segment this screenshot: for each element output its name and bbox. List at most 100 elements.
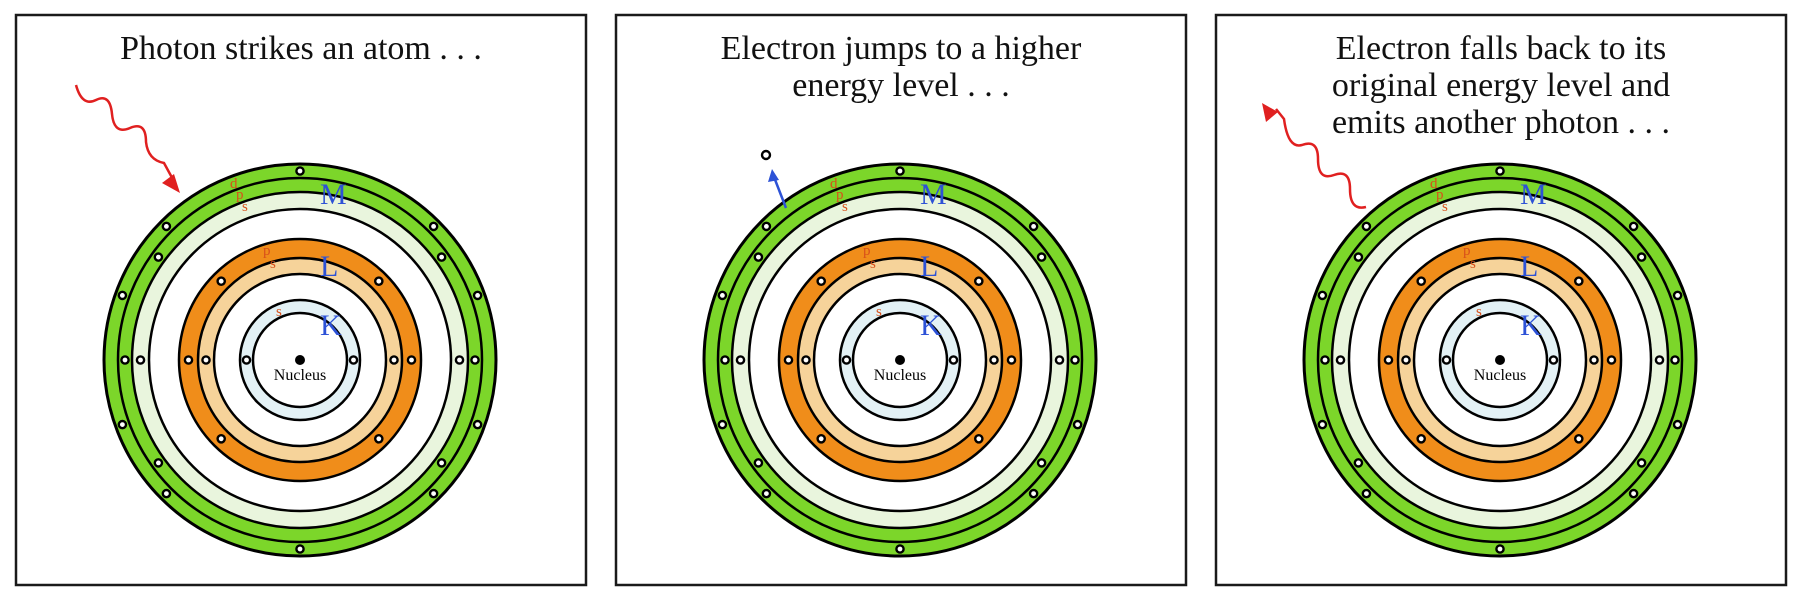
electron <box>841 355 852 365</box>
electron <box>1361 488 1372 499</box>
nucleus-dot <box>1495 355 1505 365</box>
electron <box>1320 355 1330 365</box>
electron <box>295 166 305 176</box>
electron <box>1672 419 1683 430</box>
shell-label-k: K <box>1520 309 1542 342</box>
electron <box>1416 433 1426 444</box>
electron <box>295 544 305 554</box>
electron <box>1361 221 1372 232</box>
electron <box>117 290 128 301</box>
electron <box>454 355 465 365</box>
electron <box>717 419 728 430</box>
electron <box>216 276 226 287</box>
electron <box>753 458 764 468</box>
electron <box>241 355 252 365</box>
subshell-label: s <box>876 304 882 320</box>
subshell-label: s <box>270 256 276 272</box>
electron <box>201 355 211 365</box>
nucleus-dot <box>895 355 905 365</box>
nucleus-label: Nucleus <box>874 367 926 384</box>
electron <box>436 252 447 262</box>
jump-arrowhead <box>768 169 779 182</box>
electron <box>1335 355 1346 365</box>
shell-label-l: L <box>1520 250 1538 283</box>
incoming-photon-wave <box>74 84 178 186</box>
electrons <box>717 166 1083 554</box>
electron <box>153 252 164 262</box>
shell-label-k: K <box>320 309 342 342</box>
electron <box>373 276 384 287</box>
electron <box>1036 252 1047 262</box>
caption-line: original energy level and <box>1332 67 1670 104</box>
electron <box>1401 355 1411 365</box>
electrons <box>1317 166 1683 554</box>
emitted-photon-wave <box>1275 108 1367 209</box>
electron <box>436 458 447 468</box>
electrons <box>117 166 483 554</box>
electron <box>1353 458 1364 468</box>
electron <box>974 276 984 287</box>
electron <box>1036 458 1047 468</box>
caption-line: energy level . . . <box>792 67 1009 104</box>
subshell-label: s <box>1442 199 1448 215</box>
electron <box>1317 419 1328 430</box>
excited-electron <box>760 149 772 161</box>
subshell-label: p <box>836 187 844 203</box>
electron <box>428 221 439 232</box>
electron <box>761 488 772 499</box>
electron <box>895 166 905 176</box>
emitted-photon-arrowhead <box>1262 103 1278 122</box>
electron <box>801 355 811 365</box>
electron <box>153 458 164 468</box>
subshell-label: d <box>230 176 238 192</box>
electron <box>1636 252 1647 262</box>
electron <box>783 355 794 365</box>
electron <box>348 355 359 365</box>
electron <box>1654 355 1665 365</box>
electron <box>406 355 417 365</box>
electron <box>1670 355 1680 365</box>
subshell-label: s <box>870 256 876 272</box>
caption-line: emits another photon . . . <box>1332 104 1670 141</box>
subshell-label: p <box>1463 243 1471 259</box>
electron <box>1636 458 1647 468</box>
electron <box>1628 488 1639 499</box>
electron <box>1070 355 1080 365</box>
shell-label-k: K <box>920 309 942 342</box>
shell-label-l: L <box>320 250 338 283</box>
electron <box>1628 221 1639 232</box>
electron <box>974 433 984 444</box>
electron <box>1574 276 1584 287</box>
electron <box>717 290 728 301</box>
electron <box>948 355 959 365</box>
electron <box>816 276 827 287</box>
electron <box>1383 355 1394 365</box>
electron <box>1072 419 1083 430</box>
electron <box>1548 355 1559 365</box>
electron <box>1416 276 1426 287</box>
electron <box>1054 355 1065 365</box>
electron <box>989 355 999 365</box>
electron <box>1006 355 1017 365</box>
electron <box>216 433 226 444</box>
electron <box>161 221 172 232</box>
electron <box>1606 355 1617 365</box>
shell-label-m: M <box>920 178 947 211</box>
electron <box>472 419 483 430</box>
panel-1: Photon strikes an atom . . .NucleusKLMsp… <box>14 13 588 587</box>
subshell-label: d <box>1430 176 1438 192</box>
electron <box>1028 221 1039 232</box>
electron <box>816 433 827 444</box>
caption-line: Electron jumps to a higher <box>721 30 1082 67</box>
electron <box>470 355 480 365</box>
subshell-label: p <box>1436 187 1444 203</box>
subshell-label: p <box>863 243 871 259</box>
photon-arrowhead <box>162 174 180 193</box>
electron <box>1574 433 1584 444</box>
